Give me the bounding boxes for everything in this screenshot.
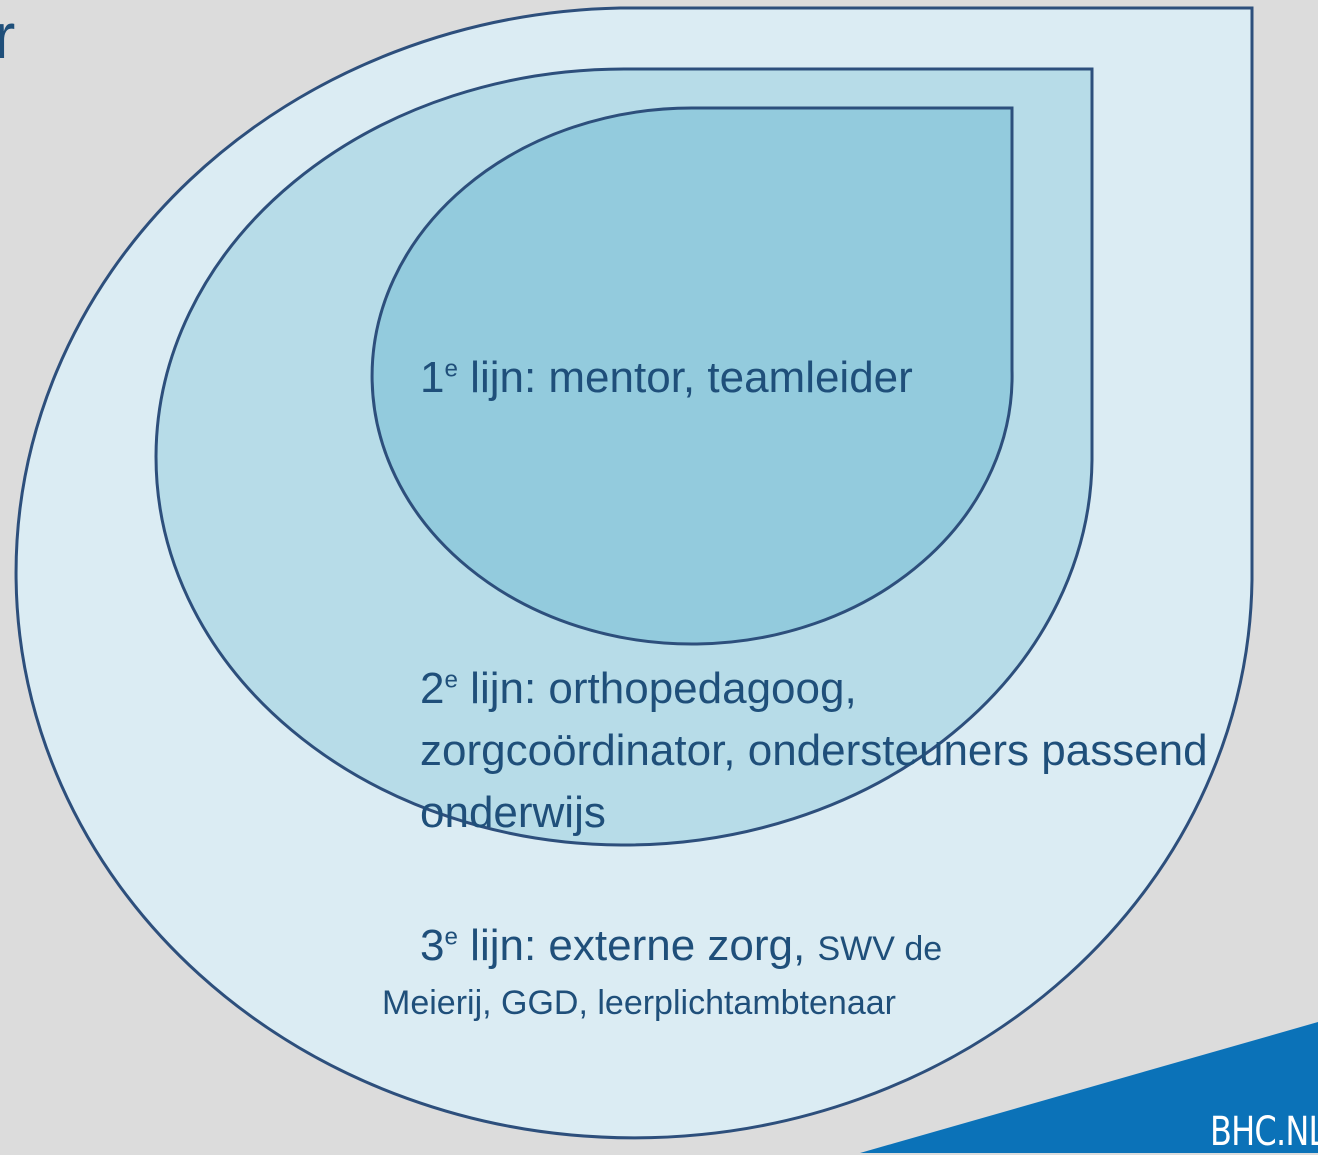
level2-text-1: lijn: orthopedagoog, bbox=[457, 664, 857, 713]
level3-number: 3 bbox=[420, 921, 445, 970]
level2-line2: zorgcoördinator, ondersteuners passend bbox=[420, 726, 1208, 775]
level2-label: 2e lijn: orthopedagoog, zorgcoördinator,… bbox=[420, 658, 1318, 844]
level3-label-cont: Meierij, GGD, leerplichtambtenaar bbox=[382, 984, 896, 1022]
level1-label: 1e lijn: mentor, teamleider bbox=[420, 352, 913, 405]
level3-sup: e bbox=[444, 923, 458, 951]
inner-shape-level1 bbox=[370, 106, 1014, 646]
level2-number: 2 bbox=[420, 664, 445, 713]
level2-line1: 2e lijn: orthopedagoog, bbox=[420, 658, 1318, 720]
brand-logo-text: BHC.NL bbox=[1210, 1109, 1318, 1155]
level3-small-1: SWV de bbox=[817, 930, 943, 968]
level1-number: 1 bbox=[420, 353, 445, 402]
level1-text: lijn: mentor, teamleider bbox=[457, 353, 913, 402]
level2-line3: onderwijs bbox=[420, 788, 606, 837]
level3-label: 3e lijn: externe zorg, SWV de bbox=[420, 920, 942, 973]
brand-band bbox=[860, 1022, 1318, 1153]
level1-sup: e bbox=[444, 355, 458, 383]
title-fragment: r bbox=[0, 0, 16, 72]
level2-sup: e bbox=[444, 666, 458, 694]
level3-text: lijn: externe zorg, bbox=[457, 921, 818, 970]
